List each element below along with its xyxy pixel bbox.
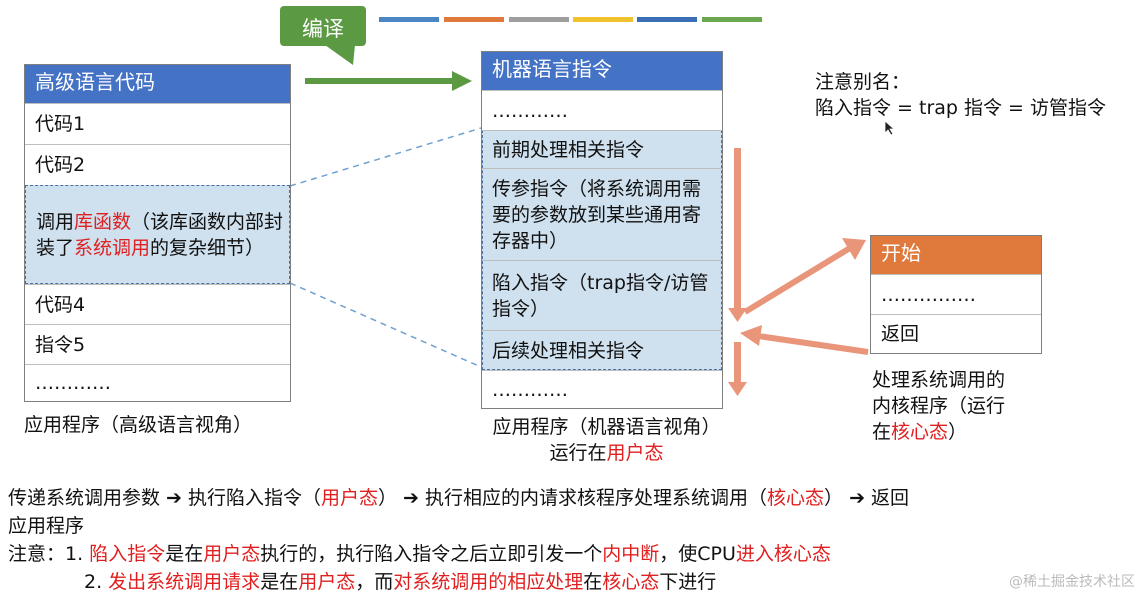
notes-item1: 注意：1. 陷入指令是在用户态执行的，执行陷入指令之后立即引发一个内中断，使CP… xyxy=(8,543,831,565)
flow-line1: 传递系统调用参数 ➔ 执行陷入指令（用户态） ➔ 执行相应的内请求核程序处理系统… xyxy=(8,487,910,509)
color-bar-segment xyxy=(702,17,762,22)
library-call-row: 调用库函数（该库函数内部封装了系统调用的复杂细节） xyxy=(25,185,290,284)
notes-label: 注意： xyxy=(8,543,66,565)
library-call-text: 调用库函数（该库函数内部封装了系统调用的复杂细节） xyxy=(36,210,284,259)
compile-tag-tail xyxy=(325,45,355,65)
instruction-row: 传参指令（将系统调用需要的参数放到某些通用寄存器中） xyxy=(482,168,722,260)
instruction-row: 前期处理相关指令 xyxy=(482,130,722,168)
middle-caption-line2: 运行在用户态 xyxy=(549,442,664,464)
compile-tag: 编译 xyxy=(280,6,366,46)
color-bar-segment xyxy=(379,17,439,22)
trap-to-kernel-arrow xyxy=(743,245,852,315)
color-bar-segment xyxy=(573,17,633,22)
instruction-row: ………… xyxy=(482,90,722,130)
middle-caption-line1: 应用程序（机器语言视角） xyxy=(492,416,721,438)
zoom-line-bottom xyxy=(289,282,482,368)
mouse-cursor-icon xyxy=(884,120,896,136)
return-arrow xyxy=(757,333,869,355)
compile-arrow-head xyxy=(452,71,472,91)
high-level-code-header: 高级语言代码 xyxy=(25,65,290,103)
alias-note-text: 陷入指令 = trap 指令 = 访管指令 xyxy=(815,97,1107,119)
color-bar-segment xyxy=(637,17,697,22)
flow-arrow-down-lower xyxy=(734,342,741,384)
flow-description: 传递系统调用参数 ➔ 执行陷入指令（用户态） ➔ 执行相应的内请求核程序处理系统… xyxy=(8,484,1138,540)
code-row: 指令5 xyxy=(25,324,290,364)
trap-instruction-row: 陷入指令（trap指令/访管指令） xyxy=(482,260,722,330)
flow-arrow-down-upper xyxy=(734,148,741,310)
watermark: @稀土掘金技术社区 xyxy=(1009,574,1135,590)
alias-note: 注意别名： 陷入指令 = trap 指令 = 访管指令 xyxy=(815,69,1106,121)
instruction-row: ………… xyxy=(482,370,722,408)
notes-item2: 2. 发出系统调用请求是在用户态，而对系统调用的相应处理在核心态下进行 xyxy=(84,571,717,593)
kernel-row: …………… xyxy=(871,274,1041,314)
compile-label: 编译 xyxy=(302,17,344,41)
code-row: 代码2 xyxy=(25,144,290,185)
left-caption: 应用程序（高级语言视角） xyxy=(24,414,253,436)
high-level-code-box: 高级语言代码 代码1 代码2 调用库函数（该库函数内部封装了系统调用的复杂细节）… xyxy=(24,64,291,402)
kernel-return-row: 返回 xyxy=(871,314,1041,353)
kernel-start-header: 开始 xyxy=(871,236,1041,274)
kernel-caption: 处理系统调用的 内核程序（运行 在核心态） xyxy=(872,369,1006,443)
middle-caption: 应用程序（机器语言视角） 运行在用户态 xyxy=(464,414,749,466)
color-bar-segment xyxy=(509,17,569,22)
code-row: ………… xyxy=(25,364,290,401)
color-bar-segment xyxy=(444,17,504,22)
kernel-box: 开始 …………… 返回 xyxy=(870,235,1042,354)
code-row: 代码1 xyxy=(25,103,290,144)
machine-code-box: 机器语言指令 ………… 前期处理相关指令 传参指令（将系统调用需要的参数放到某些… xyxy=(481,51,723,409)
alias-note-title: 注意别名： xyxy=(815,71,911,93)
code-row: 代码4 xyxy=(25,284,290,324)
zoom-line-top xyxy=(289,127,482,187)
flow-line2: 应用程序 xyxy=(8,515,85,537)
machine-code-header: 机器语言指令 xyxy=(482,52,722,90)
instruction-row: 后续处理相关指令 xyxy=(482,330,722,370)
